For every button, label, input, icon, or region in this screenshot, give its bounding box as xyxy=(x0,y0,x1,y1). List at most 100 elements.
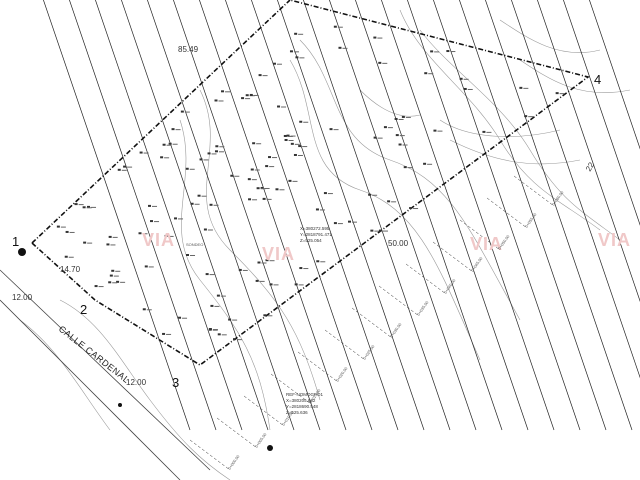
survey-point xyxy=(87,205,97,208)
station-leader xyxy=(405,263,447,295)
survey-point xyxy=(293,153,303,156)
survey-point xyxy=(74,203,84,206)
watermark-group: VIA VIA VIA VIA xyxy=(142,230,631,264)
property-boundary xyxy=(31,0,590,366)
survey-point xyxy=(111,269,121,272)
survey-point xyxy=(463,87,473,90)
survey-point xyxy=(373,36,383,39)
survey-point xyxy=(117,168,127,171)
survey-point xyxy=(299,120,309,123)
survey-point xyxy=(217,333,227,336)
survey-point xyxy=(424,72,434,75)
survey-point xyxy=(268,156,278,159)
survey-point xyxy=(247,178,257,181)
survey-point xyxy=(150,220,160,223)
survey-point xyxy=(368,193,378,196)
survey-point xyxy=(323,192,333,195)
survey-point xyxy=(108,235,118,238)
legend-word: SONDEO xyxy=(186,242,203,247)
station-leader xyxy=(324,329,366,361)
survey-point xyxy=(401,115,411,118)
survey-point xyxy=(138,232,148,235)
vertex-label-3: 3 xyxy=(172,375,179,390)
survey-point xyxy=(252,142,262,145)
survey-point xyxy=(373,136,383,139)
survey-point xyxy=(383,126,393,129)
survey-point xyxy=(423,162,433,165)
survey-point xyxy=(398,143,408,146)
survey-point xyxy=(289,50,299,53)
survey-point xyxy=(430,50,440,53)
survey-point xyxy=(338,46,348,49)
survey-point xyxy=(255,279,265,282)
survey-point xyxy=(139,151,149,154)
survey-point xyxy=(238,268,248,271)
section-line xyxy=(173,0,321,431)
survey-point xyxy=(160,156,170,159)
survey-point xyxy=(249,93,259,96)
dimension-top: 85.49 xyxy=(178,45,199,54)
station-leader xyxy=(243,395,285,427)
survey-point xyxy=(277,105,287,108)
survey-point xyxy=(144,265,154,268)
survey-point xyxy=(299,267,309,270)
survey-point xyxy=(214,150,224,153)
station-leaders xyxy=(189,175,555,471)
inner-point-y: Y=2818791.471 xyxy=(300,232,332,237)
reference-point: REF-NOMOGPO1 X=380205.662 Y=2818690.548 … xyxy=(286,392,323,415)
section-line xyxy=(511,0,640,379)
survey-point xyxy=(315,208,325,211)
control-markers xyxy=(18,248,273,451)
station-leader xyxy=(486,197,528,229)
survey-point xyxy=(286,134,296,137)
station-leader xyxy=(270,373,312,405)
survey-point xyxy=(210,304,220,307)
inner-point-x: X=380272.595 xyxy=(300,226,330,231)
survey-point xyxy=(94,285,104,288)
survey-point xyxy=(333,222,343,225)
survey-point xyxy=(409,207,419,210)
survey-point xyxy=(241,97,251,100)
survey-point xyxy=(262,197,272,200)
vertex-label-1: 1 xyxy=(12,234,19,249)
section-line xyxy=(121,0,269,431)
dimension-street-lower: 12.00 xyxy=(126,378,147,387)
survey-point xyxy=(269,283,279,286)
watermark: VIA xyxy=(598,230,631,250)
survey-point xyxy=(82,206,92,209)
station-leader xyxy=(459,219,501,251)
survey-point xyxy=(174,217,184,220)
survey-point xyxy=(378,61,388,64)
station-label: 0+045.00 xyxy=(470,255,484,272)
survey-point xyxy=(283,134,293,137)
reference-title: REF-NOMOGPO1 xyxy=(286,392,323,397)
survey-point xyxy=(162,332,172,335)
reference-z: Z=525.636 xyxy=(286,410,308,415)
survey-point xyxy=(106,243,116,246)
reference-x: X=380205.662 xyxy=(286,398,316,403)
section-line xyxy=(69,0,217,431)
survey-point xyxy=(555,92,565,95)
survey-point xyxy=(459,77,469,80)
survey-point xyxy=(378,229,388,232)
survey-point xyxy=(524,115,534,118)
section-line xyxy=(355,0,503,431)
survey-point xyxy=(216,294,226,297)
inner-point-z: Z=525.054 xyxy=(300,238,322,243)
survey-point xyxy=(284,138,294,141)
survey-point xyxy=(265,165,275,168)
section-line xyxy=(329,0,477,431)
survey-point xyxy=(294,32,304,35)
survey-point xyxy=(250,168,260,171)
station-label: 0+010.00 xyxy=(281,409,295,426)
vertex-label-2: 2 xyxy=(80,302,87,317)
survey-point xyxy=(370,229,380,232)
survey-point xyxy=(180,110,190,113)
station-label: 0+000.00 xyxy=(227,453,241,470)
survey-point xyxy=(348,220,358,223)
survey-point xyxy=(275,188,285,191)
survey-point xyxy=(257,261,267,264)
survey-point xyxy=(394,117,404,120)
section-line xyxy=(537,0,640,303)
watermark: VIA xyxy=(142,230,175,250)
